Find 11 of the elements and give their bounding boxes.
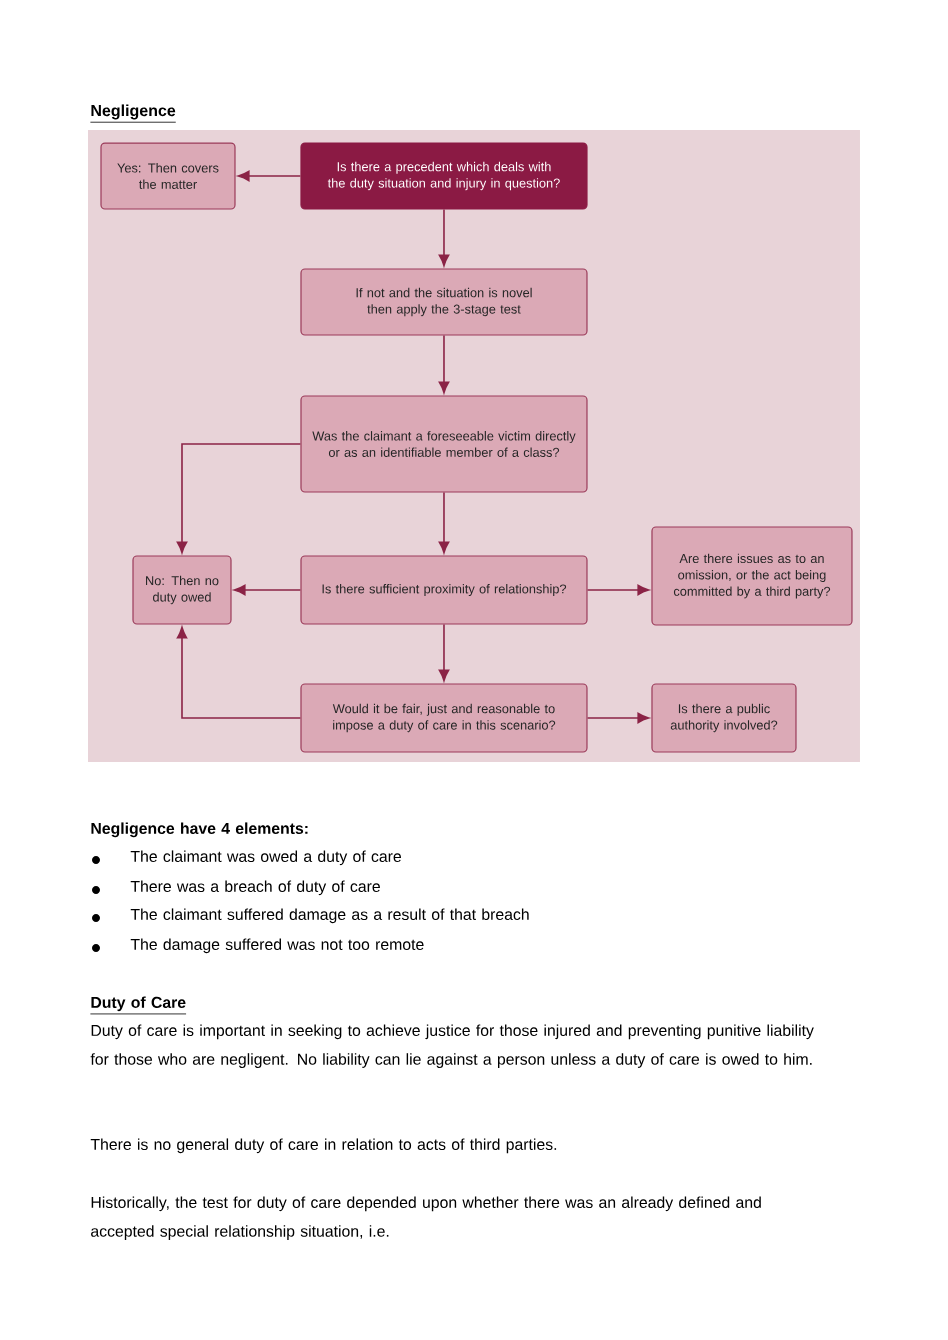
arrow (586, 712, 650, 724)
arrow (438, 208, 450, 267)
arrow (233, 584, 302, 596)
arrow (176, 443, 302, 554)
arrow (176, 626, 302, 719)
arrow (237, 170, 302, 182)
heading: Negligence (90, 104, 177, 123)
arrow (438, 491, 450, 554)
arrow (438, 623, 450, 682)
arrow (438, 334, 450, 394)
arrow (586, 584, 650, 596)
